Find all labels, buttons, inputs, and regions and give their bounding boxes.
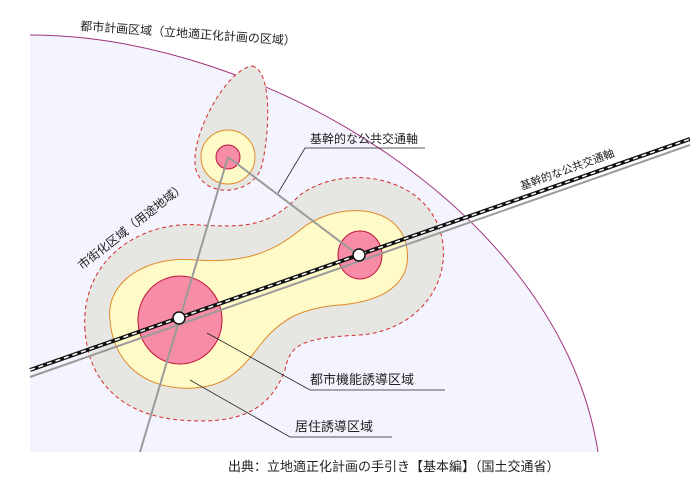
- station-sub: [352, 248, 366, 262]
- bus-route-line: [139, 156, 229, 453]
- source-caption: 出典：立地適正化計画の手引き【基本編】（国土交通省）: [228, 459, 560, 475]
- transit-axis-callout-line: [277, 147, 425, 194]
- urban-function-callout-line: [206, 332, 445, 391]
- urban-function-area-label: 都市機能誘導区域: [310, 372, 414, 388]
- bus-route-line-2: [227, 156, 359, 256]
- city-planning-boundary: [29, 34, 599, 453]
- station-main: [172, 311, 186, 325]
- residential-area-label: 居住誘導区域: [295, 420, 373, 435]
- residential-callout-line: [189, 379, 392, 438]
- transit-axis-callout-label: 基幹的な公共交通軸: [310, 131, 418, 146]
